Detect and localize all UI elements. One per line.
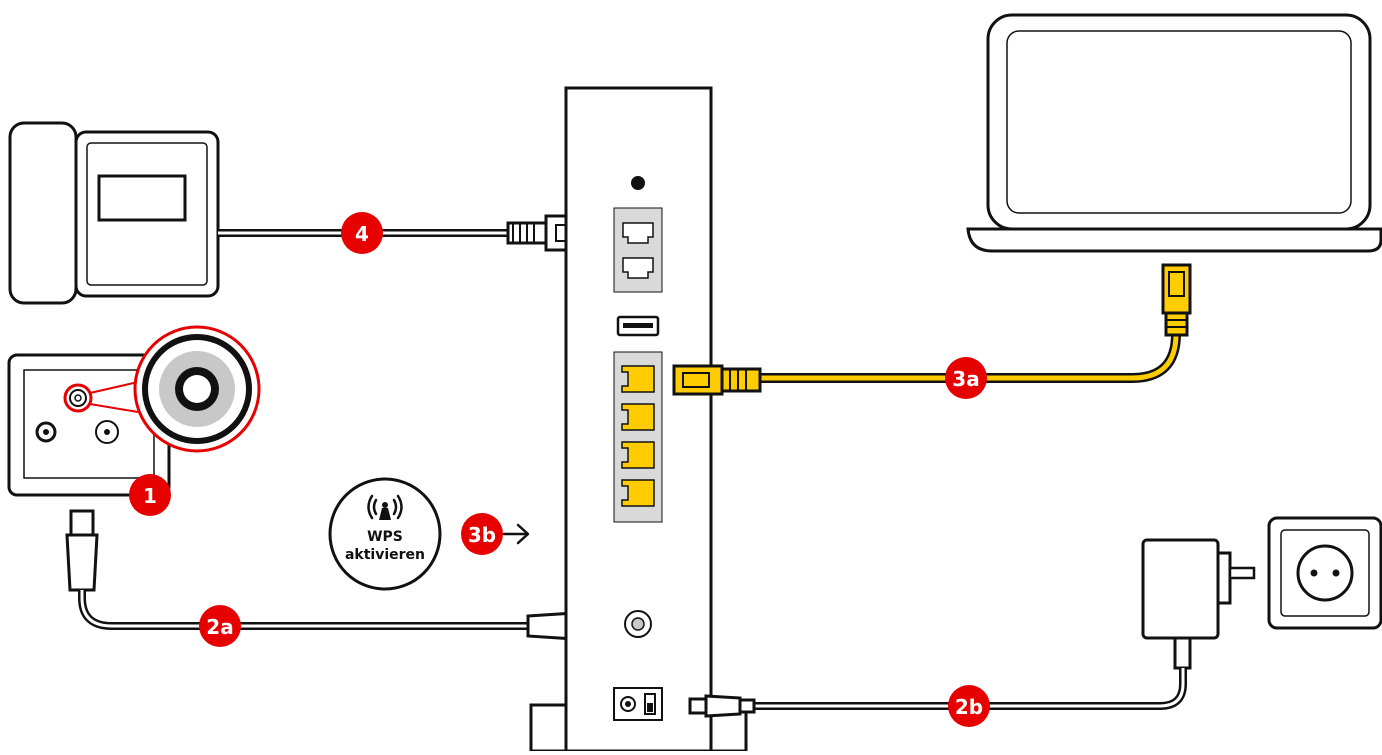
svg-text:3a: 3a <box>952 367 979 391</box>
wps-circle: WPS aktivieren <box>328 477 442 591</box>
svg-text:1: 1 <box>143 484 157 508</box>
phone-cable <box>218 214 598 252</box>
lan-ports <box>621 365 655 507</box>
phone-port-1 <box>622 222 654 244</box>
wps-label-line2: aktivieren <box>345 547 425 563</box>
power-cable <box>688 668 1187 718</box>
router-icon <box>529 86 748 753</box>
laptop-icon <box>966 13 1382 253</box>
svg-text:3b: 3b <box>468 523 496 547</box>
svg-text:2a: 2a <box>206 615 233 639</box>
phone-port-2 <box>622 257 654 279</box>
svg-text:2b: 2b <box>955 695 983 719</box>
phone-icon <box>8 121 220 305</box>
power-adapter-icon <box>1141 538 1256 670</box>
arrow-right-icon <box>502 523 530 545</box>
wifi-signal-icon <box>367 494 403 520</box>
step-badge-2b: 2b <box>948 685 990 727</box>
step-badge-1: 1 <box>129 474 171 516</box>
step-badge-3b: 3b <box>461 513 503 555</box>
coax-wall-socket-icon <box>7 325 261 497</box>
power-led-icon <box>631 176 645 190</box>
step-badge-2a: 2a <box>199 605 241 647</box>
lan-cable <box>672 263 1192 396</box>
step-badge-4: 4 <box>341 212 383 254</box>
power-outlet-icon <box>1267 516 1382 630</box>
svg-text:4: 4 <box>355 222 369 246</box>
wps-label-line1: WPS <box>367 529 403 545</box>
step-badge-3a: 3a <box>945 357 987 399</box>
